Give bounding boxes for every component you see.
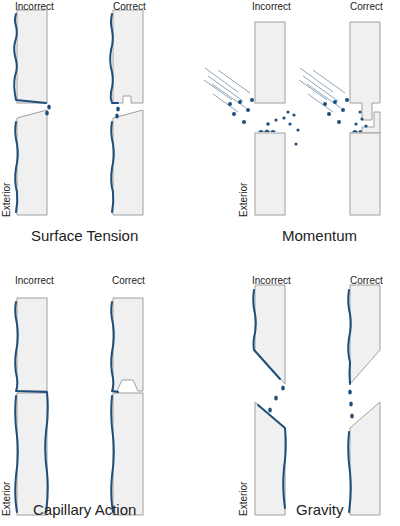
wall-block [350,133,380,215]
wall-block [113,393,143,515]
panel-heading: Incorrect [252,2,291,12]
panel-caption: Gravity [296,502,344,517]
water-film [14,14,46,103]
water-film [253,290,280,379]
water-film [348,432,351,512]
panel-heading: Incorrect [15,276,54,286]
panel-heading: Incorrect [252,276,291,286]
water-film [110,14,118,103]
water-drop [350,414,354,419]
panel-heading: Correct [113,2,146,12]
wall-block [350,402,380,515]
water-drop [274,396,278,401]
wall-block [350,112,380,133]
water-film [111,302,118,392]
water-splash [352,130,362,132]
panel-heading: Correct [350,276,383,286]
water-drop [116,107,120,112]
wall-block [255,402,285,515]
wall-block [113,10,143,103]
panel-caption: Capillary Action [33,502,136,517]
rain [204,68,345,112]
panel-heading: Incorrect [15,2,54,12]
water-film [111,122,114,212]
panel-caption: Momentum [282,228,357,243]
wall-block [17,393,47,515]
water-drop [349,402,353,407]
side-label: Exterior [239,482,249,516]
water-film [111,396,114,512]
water-drop [115,114,119,119]
panel-caption: Surface Tension [31,228,138,243]
water-drop [268,408,272,413]
water-drop [45,111,49,116]
water-drop [281,386,285,391]
wall-block [255,22,285,103]
water-film [348,290,351,384]
wall-block [350,22,380,120]
water-film [258,405,286,508]
wall-block [350,285,380,384]
side-label: Exterior [2,482,12,516]
water-film [15,302,48,512]
wall-block [113,298,143,391]
water-splash [258,130,276,133]
water-drop [47,105,51,110]
water-drop [348,390,352,395]
side-label: Exterior [239,183,249,217]
panel-heading: Correct [112,276,145,286]
panel-heading: Correct [350,2,383,12]
wall-block [17,110,47,215]
water-film [15,122,18,212]
wall-block [255,133,285,215]
wall-block [17,298,47,391]
rain-drops [228,98,349,124]
wall-block [113,110,143,215]
side-label: Exterior [2,183,12,217]
wall-block [17,10,47,103]
water-film [15,396,18,512]
